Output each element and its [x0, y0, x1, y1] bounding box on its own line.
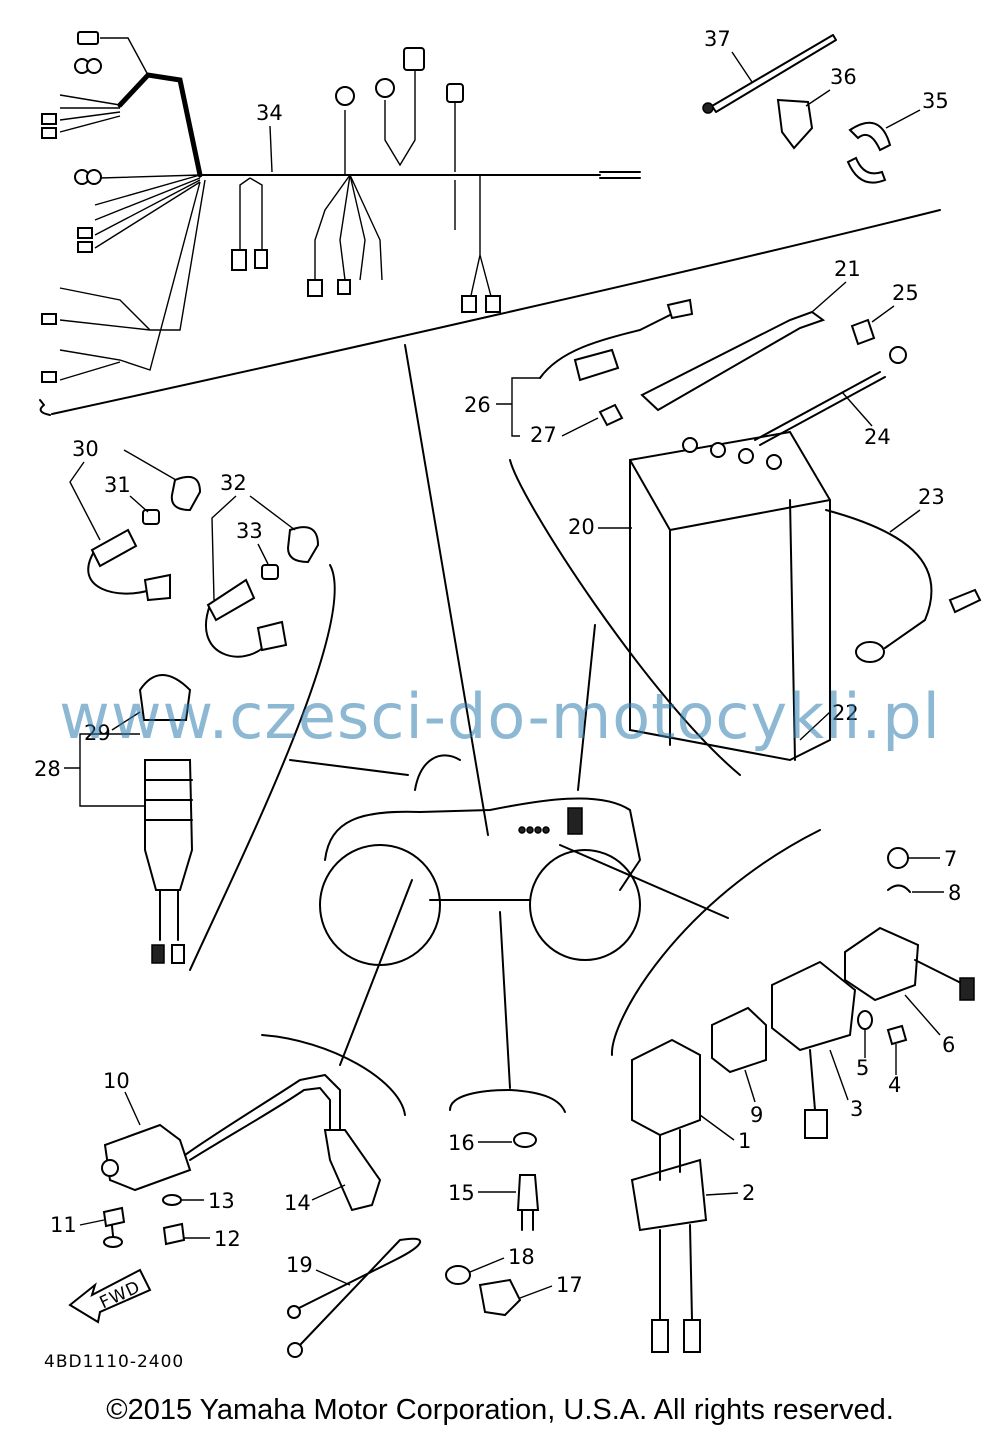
callout-2: 2	[742, 1181, 755, 1205]
watermark: www.czesci-do-motocykli.pl	[59, 680, 941, 753]
cord-19	[287, 1237, 422, 1358]
callout-20: 20	[568, 515, 595, 539]
callout-7: 7	[944, 847, 957, 871]
callout-17: 17	[556, 1273, 583, 1297]
plug-cap-28-29	[138, 674, 194, 964]
ignition-coil-10	[101, 1074, 382, 1212]
panel-boundaries	[189, 459, 821, 1116]
lead-23	[825, 509, 982, 663]
callout-35: 35	[922, 89, 949, 113]
harness-main-trunk	[199, 171, 641, 179]
callout-31: 31	[104, 473, 131, 497]
bracket-2	[630, 1129, 708, 1353]
callout-5: 5	[856, 1056, 869, 1080]
callout-29: 29	[84, 721, 111, 745]
washer-18	[445, 1265, 471, 1285]
copyright-notice: ©2015 Yamaha Motor Corporation, U.S.A. A…	[106, 1394, 894, 1426]
harness-panel-border	[39, 209, 941, 416]
lead-32-33	[205, 526, 320, 658]
bolt-12-13	[162, 1194, 186, 1246]
switch-17	[478, 1278, 522, 1317]
callout-24: 24	[864, 425, 891, 449]
washer-16	[513, 1132, 537, 1148]
lead-30-31	[87, 476, 202, 602]
callout-16: 16	[448, 1131, 475, 1155]
callout-23: 23	[918, 485, 945, 509]
starter-relay-6	[844, 926, 975, 1002]
wire-harness-group	[39, 31, 941, 416]
harness-thick-lead	[117, 72, 203, 178]
nut-7	[887, 847, 909, 869]
callout-15: 15	[448, 1181, 475, 1205]
callout-27: 27	[530, 423, 557, 447]
band-21	[640, 310, 826, 412]
bolt-4	[886, 1024, 908, 1046]
callout-11: 11	[50, 1213, 77, 1237]
cdi-unit-1	[631, 1038, 701, 1137]
fwd-arrow: FWD	[68, 1268, 152, 1324]
callout-37: 37	[704, 27, 731, 51]
callout-4: 4	[888, 1073, 901, 1097]
bolt-11	[102, 1206, 126, 1248]
clip-8	[887, 884, 911, 893]
callout-28: 28	[34, 757, 61, 781]
callout-8: 8	[948, 881, 961, 905]
callout-30: 30	[72, 437, 99, 461]
callout-18: 18	[508, 1245, 535, 1269]
callout-22: 22	[832, 701, 859, 725]
callout-33: 33	[236, 519, 263, 543]
battery-20	[629, 430, 831, 762]
callout-19: 19	[286, 1253, 313, 1277]
strap-37	[702, 34, 837, 114]
leader-lines	[289, 344, 729, 1089]
holder-36	[776, 98, 814, 150]
rectifier-3	[771, 960, 857, 1139]
breather-pipe-24	[754, 346, 907, 446]
callout-25: 25	[892, 281, 919, 305]
callout-1: 1	[738, 1129, 751, 1153]
fuse-holder-26-27	[539, 298, 694, 427]
washer-5	[857, 1010, 873, 1030]
callout-6: 6	[942, 1033, 955, 1057]
callout-14: 14	[284, 1191, 311, 1215]
callout-3: 3	[850, 1097, 863, 1121]
callout-32: 32	[220, 471, 247, 495]
motorcycle-outline	[319, 754, 641, 966]
bolt-25	[850, 318, 876, 346]
callout-21: 21	[834, 257, 861, 281]
drawing-code: 4BD1110-2400	[44, 1352, 184, 1372]
callout-9: 9	[750, 1103, 763, 1127]
callout-34: 34	[256, 101, 283, 125]
clamp-35	[846, 121, 892, 184]
callout-12: 12	[214, 1227, 241, 1251]
callout-36: 36	[830, 65, 857, 89]
callouts: 1 2 3 4 5 6 7 8 9 10 11 12 13 14 15 16 1…	[34, 27, 961, 1299]
callout-13: 13	[208, 1189, 235, 1213]
callout-10: 10	[103, 1069, 130, 1093]
relay-9	[711, 1006, 767, 1074]
plug-15	[516, 1174, 540, 1231]
callout-26: 26	[464, 393, 491, 417]
